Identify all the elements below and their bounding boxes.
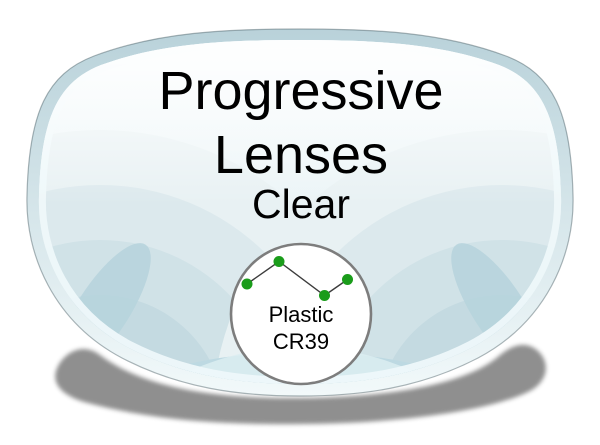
lens-drop-shadow — [55, 344, 546, 425]
material-name: Plastic — [269, 302, 334, 327]
zigzag-dot-4 — [342, 274, 353, 285]
product-title-line2: Lenses — [214, 125, 388, 185]
zigzag-dot-1 — [241, 278, 253, 290]
top-sheen — [38, 40, 562, 208]
material-badge-circle — [229, 242, 373, 386]
zigzag-dot-3 — [319, 290, 330, 301]
material-code: CR39 — [273, 329, 329, 354]
product-variant: Clear — [252, 181, 350, 227]
zigzag-line-icon — [246, 260, 348, 297]
product-title-line1: Progressive — [158, 61, 443, 121]
zigzag-dot-2 — [273, 256, 285, 267]
material-badge: Plastic CR39 — [229, 242, 373, 386]
ripple-right-3 — [322, 240, 562, 384]
ripple-left-3 — [38, 240, 280, 384]
